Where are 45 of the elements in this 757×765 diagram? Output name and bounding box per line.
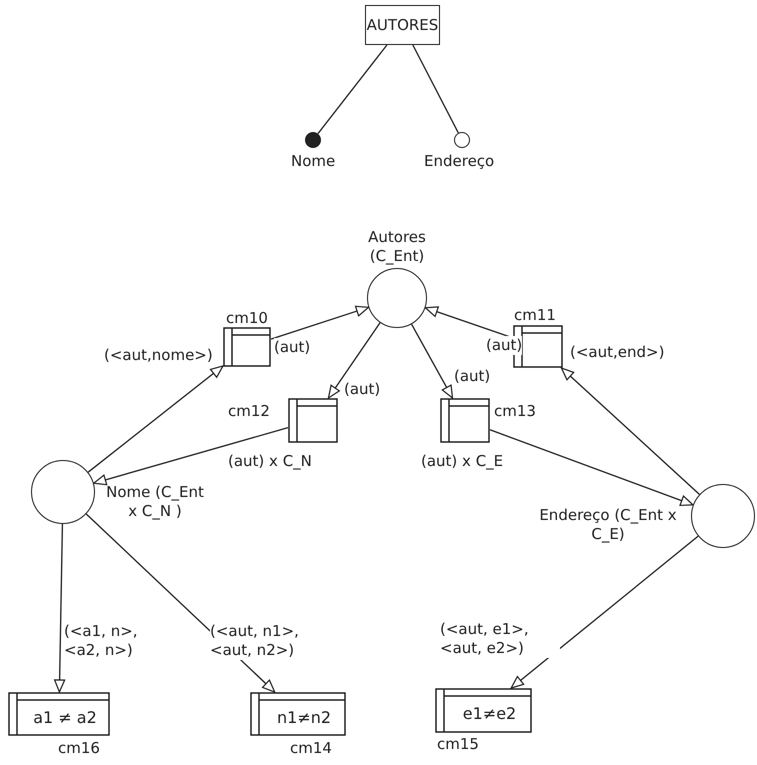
edge-label: (aut)	[344, 380, 380, 399]
edge-label: (aut)	[274, 338, 310, 357]
edge-label: (aut)	[486, 336, 522, 355]
transition-name: cm10	[226, 309, 268, 328]
place-label: Autores (C_Ent)	[367, 228, 427, 266]
transition-name: cm13	[494, 402, 536, 421]
transition-name: cm15	[437, 735, 479, 754]
edge-label: (<aut, e1>, <aut, e2>)	[440, 620, 560, 658]
transition-name: cm12	[228, 402, 270, 421]
arrow	[510, 536, 699, 689]
arrow	[54, 524, 66, 693]
place-label: Nome (C_Ent x C_N )	[105, 483, 205, 521]
entity-name: AUTORES	[366, 16, 439, 35]
arrow	[490, 429, 694, 506]
attribute-name: Nome	[291, 152, 336, 171]
transition-box	[440, 398, 490, 443]
arrow	[270, 306, 370, 340]
entity-box	[250, 692, 346, 736]
guard-condition: n1≠n2	[276, 708, 332, 727]
edge-label: (aut) x C_N	[228, 452, 312, 471]
entity-box	[8, 692, 110, 736]
edge-label: (aut)	[454, 367, 490, 386]
edge-label: (aut) x C_E	[421, 452, 504, 471]
connector-line	[317, 44, 388, 134]
open-dot	[454, 132, 470, 148]
guard-condition: a1 ≠ a2	[32, 708, 98, 727]
arrow	[93, 427, 288, 486]
transition-box	[288, 398, 338, 443]
transition-name: cm16	[58, 739, 100, 758]
arrow	[411, 324, 454, 399]
entity-box	[365, 5, 440, 45]
edge-label: (<aut,end>)	[570, 343, 664, 362]
guard-condition: e1≠e2	[462, 704, 518, 723]
edge-label: (<aut,nome>)	[104, 346, 213, 365]
transition-name: cm14	[290, 739, 332, 758]
arrow	[328, 322, 381, 399]
connector-line	[412, 44, 459, 134]
attribute-name: Endereço	[424, 152, 494, 171]
filled-dot	[305, 132, 321, 148]
arrow	[560, 367, 700, 495]
entity-box	[435, 688, 532, 733]
transition-box	[223, 327, 271, 367]
arrow	[88, 365, 224, 473]
transition-name: cm11	[514, 306, 556, 325]
place-label: Endereço (C_Ent x C_E)	[538, 506, 678, 544]
